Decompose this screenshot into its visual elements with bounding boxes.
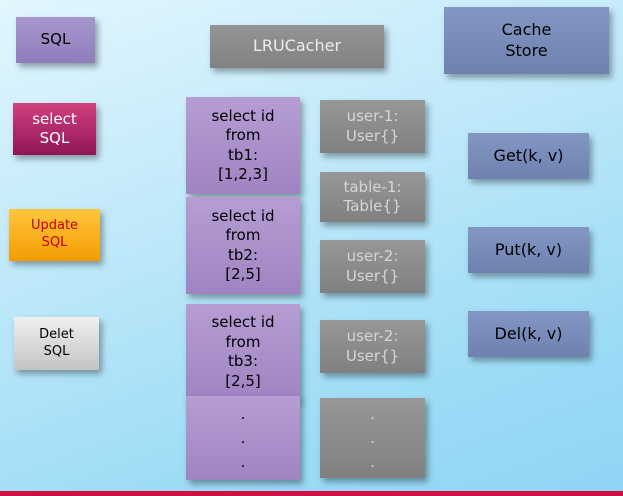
sql-block: SQL	[16, 17, 95, 63]
ellipsis-dot: .	[370, 429, 375, 447]
query-line: from	[225, 332, 261, 351]
lru-cacher-label: LRUCacher	[252, 36, 342, 56]
delete-sql-label-line: SQL	[43, 343, 70, 359]
query-ellipsis-block: . . .	[186, 396, 300, 480]
put-operation-label: Put(k, v)	[494, 239, 563, 259]
del-operation-label: Del(k, v)	[494, 323, 563, 343]
get-operation-label: Get(k, v)	[493, 145, 564, 165]
query-line: tb2:	[228, 245, 258, 264]
cache-entry-line: User{}	[345, 346, 400, 365]
query-line: tb3:	[228, 352, 258, 370]
cache-entry-line: user-1:	[346, 107, 399, 125]
cache-entry-line: user-2:	[346, 247, 399, 265]
query-line: select id	[211, 106, 275, 125]
cache-entry-user-1: user-1: User{}	[320, 100, 425, 153]
query-block-tb1: select id from tb1: [1,2,3]	[186, 97, 300, 194]
cache-entry-user-2b: user-2: User{}	[320, 320, 425, 373]
cache-entry-ellipsis-block: . . .	[320, 398, 425, 478]
select-sql-block: select SQL	[13, 103, 96, 155]
select-sql-label-line: SQL	[39, 129, 70, 147]
put-operation-block: Put(k, v)	[468, 227, 589, 273]
delete-sql-label-line: Delet	[39, 326, 74, 342]
query-line: select id	[211, 206, 275, 225]
query-line: [1,2,3]	[218, 165, 268, 183]
query-line: [2,5]	[225, 265, 261, 283]
cache-store-label-line: Cache	[501, 19, 552, 39]
select-sql-label-line: select	[32, 109, 77, 128]
query-line: [2,5]	[225, 371, 261, 390]
del-operation-block: Del(k, v)	[468, 311, 589, 357]
bottom-accent-strip	[0, 491, 623, 496]
ellipsis-dot: .	[240, 453, 246, 471]
ellipsis-dot: .	[370, 405, 375, 423]
cache-entry-line: Table{}	[343, 197, 402, 215]
update-sql-block: Update SQL	[9, 209, 100, 261]
cache-entry-line: user-2:	[346, 327, 399, 345]
query-line: tb1:	[228, 145, 258, 164]
query-block-tb3: select id from tb3: [2,5]	[186, 304, 300, 400]
cache-store-block: Cache Store	[444, 7, 609, 74]
cache-entry-line: User{}	[345, 126, 400, 145]
sql-label: SQL	[40, 30, 71, 49]
query-line: from	[225, 226, 261, 244]
cache-entry-line: User{}	[345, 266, 400, 285]
query-line: select id	[211, 313, 275, 331]
query-line: from	[225, 126, 261, 144]
ellipsis-dot: .	[240, 429, 246, 447]
ellipsis-dot: .	[240, 405, 246, 423]
lru-cacher-block: LRUCacher	[210, 25, 384, 68]
delete-sql-block: Delet SQL	[14, 317, 99, 370]
cache-entry-user-2: user-2: User{}	[320, 240, 425, 293]
ellipsis-dot: .	[370, 453, 375, 471]
cache-entry-line: table-1:	[343, 177, 402, 196]
get-operation-block: Get(k, v)	[468, 133, 589, 179]
update-sql-label-line: SQL	[41, 235, 68, 250]
update-sql-label-line: Update	[30, 218, 79, 234]
cache-store-label-line: Store	[505, 40, 548, 60]
cache-entry-table-1: table-1: Table{}	[320, 172, 425, 222]
query-block-tb2: select id from tb2: [2,5]	[186, 197, 300, 294]
